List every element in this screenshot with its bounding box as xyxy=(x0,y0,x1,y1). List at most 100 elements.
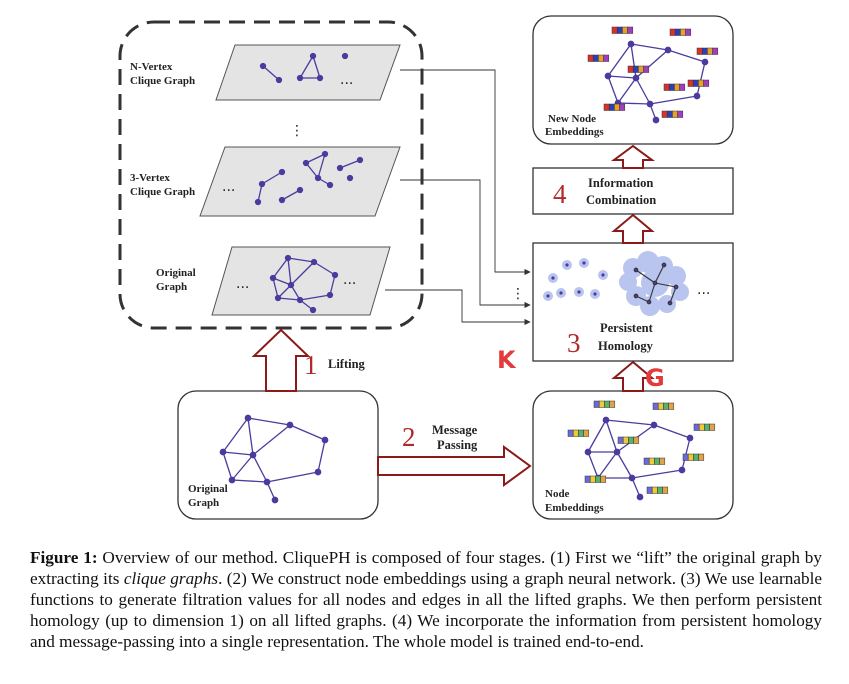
embedding-vectors xyxy=(567,400,716,494)
combo-label-line2: Combination xyxy=(586,193,656,207)
lifting-number: 1 xyxy=(304,350,318,380)
ph-isolated-points xyxy=(543,258,608,301)
connector-original xyxy=(385,289,531,326)
ph-label-line1: Persistent xyxy=(600,321,654,335)
embedding-cell xyxy=(643,65,650,73)
combo-number: 4 xyxy=(553,179,567,209)
original-bottom-label-line2: Graph xyxy=(188,497,219,509)
embedding-cell xyxy=(657,402,664,410)
n-vertex-graph xyxy=(259,52,349,84)
embedding-cell xyxy=(584,475,591,483)
embedding-cell xyxy=(633,436,640,444)
original-top-graph xyxy=(269,254,339,314)
ph-filtration-blob xyxy=(619,251,689,316)
embedding-cell xyxy=(627,26,634,34)
embedding-cell xyxy=(567,429,574,437)
embedding-cell xyxy=(709,423,716,431)
embedding-cell xyxy=(696,47,703,55)
embedding-cell xyxy=(698,423,705,431)
embedding-cell xyxy=(619,103,626,111)
embedding-cell xyxy=(692,79,699,87)
three-vertex-label-line1: 3-Vertex xyxy=(130,172,170,184)
embedding-cell xyxy=(643,457,650,465)
embedding-cell xyxy=(617,436,624,444)
embedding-cell xyxy=(609,400,616,408)
embedding-cell xyxy=(659,457,666,465)
original-top-label-line2: Graph xyxy=(156,281,187,293)
embedding-cell xyxy=(622,26,628,34)
embedding-cell xyxy=(583,429,590,437)
embedding-cell xyxy=(693,453,699,461)
embedding-cell xyxy=(611,26,618,34)
ph-ellipsis: ... xyxy=(697,282,710,298)
message-label-line1: Message xyxy=(432,423,478,437)
ph-number: 3 xyxy=(567,328,581,358)
caption-text-2: . (2) We construct node embeddings using… xyxy=(30,569,822,651)
node-embeddings-graph xyxy=(584,416,694,501)
new-node-label-line1: New Node xyxy=(548,113,596,125)
embedding-cell xyxy=(680,28,686,36)
embedding-cell xyxy=(628,436,634,444)
embedding-cell xyxy=(685,28,692,36)
embedding-cell xyxy=(669,28,676,36)
embedding-cell xyxy=(687,79,694,87)
embedding-cell xyxy=(704,423,710,431)
new-embeddings-arrow xyxy=(610,144,656,169)
vertical-ellipsis: ⋮ xyxy=(290,123,304,139)
message-label-line2: Passing xyxy=(437,438,478,452)
original-bottom-graph xyxy=(219,414,329,504)
embedding-cell xyxy=(657,486,663,494)
embedding-cell xyxy=(687,453,694,461)
embedding-cell xyxy=(608,103,615,111)
embedding-cell xyxy=(627,65,634,73)
original-bottom-label-line1: Original xyxy=(188,483,228,495)
original-panel xyxy=(211,246,391,316)
message-passing-arrow xyxy=(377,445,532,487)
new-node-label-line2: Embeddings xyxy=(545,126,604,138)
embedding-cell xyxy=(707,47,713,55)
lifted-graphs-container xyxy=(118,20,424,330)
embedding-cell xyxy=(616,26,623,34)
figure-caption: Figure 1: Overview of our method. Clique… xyxy=(30,547,822,652)
embedding-cell xyxy=(698,453,705,461)
embedding-cell xyxy=(701,47,708,55)
embedding-cell xyxy=(622,436,629,444)
embedding-cell xyxy=(703,79,710,87)
three-vertex-ellipsis: ... xyxy=(222,179,235,195)
g-arrow xyxy=(611,360,655,392)
n-vertex-label-line2: Clique Graph xyxy=(130,75,195,87)
embedding-cell xyxy=(666,110,673,118)
original-top-ellipsis-left: ... xyxy=(236,276,249,292)
information-combination-box xyxy=(532,167,734,215)
embedding-cell xyxy=(614,103,620,111)
embedding-cell xyxy=(698,79,704,87)
embedding-cell xyxy=(578,429,584,437)
original-top-label-line1: Original xyxy=(156,267,196,279)
combination-input-arrow xyxy=(611,213,655,244)
embedding-cell xyxy=(668,402,675,410)
new-embeddings-graph xyxy=(604,40,709,124)
embedding-cell xyxy=(589,475,596,483)
original-top-ellipsis-right: ... xyxy=(343,272,356,288)
node-embeddings-label-line1: Node xyxy=(545,488,570,500)
handwritten-k: K xyxy=(497,346,517,374)
embedding-cell xyxy=(672,110,678,118)
cliqueph-diagram: N-Vertex Clique Graph 3-Vertex Clique Gr… xyxy=(118,15,734,520)
embedding-cell xyxy=(587,54,594,62)
embedding-cell xyxy=(603,54,610,62)
lifting-arrow xyxy=(251,328,311,392)
embedding-cell xyxy=(652,402,659,410)
embedding-cell xyxy=(674,83,680,91)
embedding-cell xyxy=(674,28,681,36)
embedding-cell xyxy=(598,54,604,62)
caption-emphasis: clique graphs xyxy=(123,569,219,588)
node-embeddings-label-line2: Embeddings xyxy=(545,502,604,514)
embedding-cell xyxy=(651,486,658,494)
embedding-cell xyxy=(598,400,605,408)
caption-text-1: Overview of our method. CliquePH is comp… xyxy=(30,548,822,588)
embedding-cell xyxy=(604,400,610,408)
lifting-label: Lifting xyxy=(328,357,366,371)
embedding-cell xyxy=(648,457,655,465)
embedding-cell xyxy=(600,475,607,483)
embedding-cell xyxy=(654,457,660,465)
